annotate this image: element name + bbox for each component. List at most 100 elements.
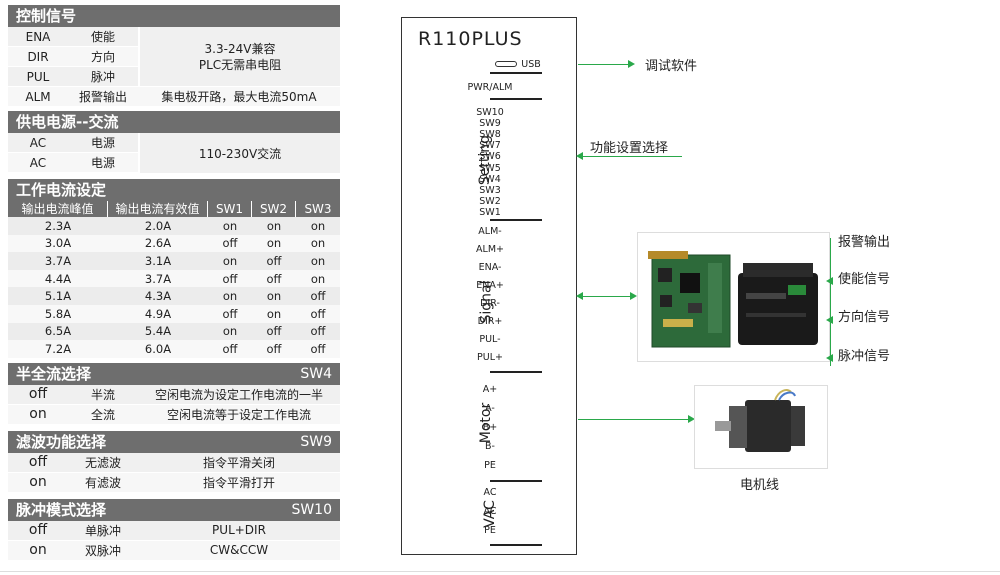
- current-cell: off: [222, 341, 238, 356]
- switches-pin: SW7: [479, 140, 501, 152]
- current-cell: 7.2A: [44, 341, 72, 356]
- current-cell: off: [222, 271, 238, 286]
- current-cell: on: [310, 253, 326, 268]
- signal_pins-pin: DIR-: [480, 298, 500, 309]
- motor_pins-pin: PE: [484, 460, 496, 471]
- current-table-header: 输出电流峰值 输出电流有效值 SW1 SW2 SW3: [8, 201, 340, 217]
- cell-code: DIR: [27, 49, 49, 64]
- power-header: 供电电源--交流: [8, 111, 340, 133]
- motor-photo: [694, 385, 828, 469]
- current-table-row: 7.2A 6.0A off off off: [8, 340, 340, 358]
- current-cell: 3.1A: [144, 253, 172, 268]
- current-cell: on: [222, 289, 238, 304]
- callout-enable: 使能信号: [838, 272, 891, 287]
- current-cell: off: [222, 236, 238, 251]
- alm-row: ALM 报警输出 集电极开路，最大电流50mA: [8, 87, 340, 107]
- current-cell: on: [266, 218, 282, 233]
- control-signal-header: 控制信号: [8, 5, 340, 27]
- current-cell: on: [222, 253, 238, 268]
- switches-pin: SW2: [479, 195, 501, 207]
- arrowhead-pulse: [826, 354, 833, 362]
- current-cell: 2.6A: [144, 236, 172, 251]
- usb-label: USB: [521, 59, 541, 70]
- switches-pin: SW10: [476, 107, 504, 118]
- current-cell: off: [266, 341, 282, 356]
- current-cell: 4.9A: [144, 306, 172, 321]
- arrowhead-software: [628, 60, 635, 68]
- current-cell: 6.0A: [144, 341, 172, 356]
- current-cell: off: [310, 324, 326, 339]
- signal_pins-pin: ENA-: [478, 262, 502, 273]
- switches-pin: SW6: [479, 151, 501, 163]
- cell-name: 脉冲: [90, 70, 115, 84]
- current-cell: on: [266, 236, 282, 251]
- current-header: 工作电流设定: [8, 179, 340, 201]
- switches-pin: SW4: [479, 173, 501, 185]
- current-cell: off: [310, 306, 326, 321]
- switches-pin: SW5: [479, 162, 501, 174]
- current-cell: off: [222, 306, 238, 321]
- signal_pins-pin: DIR+: [477, 316, 503, 327]
- current-cell: 5.1A: [44, 289, 72, 304]
- arrowhead-signal-left: [576, 292, 583, 300]
- current-cell: on: [266, 289, 282, 304]
- controller-bus-line: [830, 238, 831, 366]
- current-cell: on: [310, 236, 326, 251]
- current-cell: on: [310, 271, 326, 286]
- callout-software: 调试软件: [645, 59, 698, 74]
- controller-image: [648, 251, 818, 348]
- current-cell: off: [310, 341, 326, 356]
- cell-name: 使能: [90, 30, 115, 44]
- signal_pins-pin: PUL+: [477, 352, 503, 363]
- switches-pin: SW1: [479, 206, 501, 218]
- arrow-software: [578, 64, 628, 65]
- cell-code: PUL: [26, 69, 50, 84]
- signal_pins-pin: PUL-: [479, 334, 501, 345]
- current-cell: 3.7A: [144, 271, 172, 286]
- vac_pins-pin: PE: [484, 525, 496, 536]
- motor_pins-pin: B-: [485, 441, 495, 452]
- vac_pins-pin: AC: [483, 506, 497, 517]
- switches-pin: SW9: [479, 118, 501, 130]
- current-cell: off: [310, 289, 326, 304]
- current-cell: on: [310, 218, 326, 233]
- current-cell: 6.5A: [44, 324, 72, 339]
- current-cell: 2.3A: [44, 218, 72, 233]
- current-cell: on: [222, 218, 238, 233]
- arrowhead-motor: [688, 415, 695, 423]
- signal_pins-pin: ALM-: [478, 226, 502, 237]
- arrowhead-direction: [826, 316, 833, 324]
- current-cell: off: [266, 253, 282, 268]
- cell-code: ENA: [25, 29, 51, 44]
- current-cell: on: [222, 324, 238, 339]
- current-cell: off: [266, 324, 282, 339]
- current-cell: 5.8A: [44, 306, 72, 321]
- callout-motor-line: 电机线: [740, 478, 780, 493]
- arrow-motor: [578, 419, 688, 420]
- current-cell: 3.0A: [44, 236, 72, 251]
- motor-image: [715, 389, 805, 452]
- usb-port-icon: [495, 61, 517, 67]
- driver-model: R110PLUS: [418, 28, 523, 50]
- power-desc: 110-230V交流: [138, 133, 340, 173]
- bottom-divider: [0, 571, 1000, 572]
- signal_pins-pin: ALM+: [476, 244, 504, 255]
- vac_pins-pin: AC: [483, 487, 497, 498]
- current-cell: 4.4A: [44, 271, 72, 286]
- current-table-row: 2.3A 2.0A on on on: [8, 217, 340, 235]
- callout-pulse: 脉冲信号: [838, 349, 891, 364]
- callout-direction: 方向信号: [838, 310, 891, 325]
- current-table-body: 2.3A 2.0A on on on 3.0A 2.6A off on on 3.7A 3.1A on o…: [8, 217, 340, 358]
- current-cell: 2.0A: [144, 218, 172, 233]
- controller-photo: [637, 232, 830, 362]
- switches-pin: SW8: [479, 129, 501, 141]
- current-cell: on: [266, 306, 282, 321]
